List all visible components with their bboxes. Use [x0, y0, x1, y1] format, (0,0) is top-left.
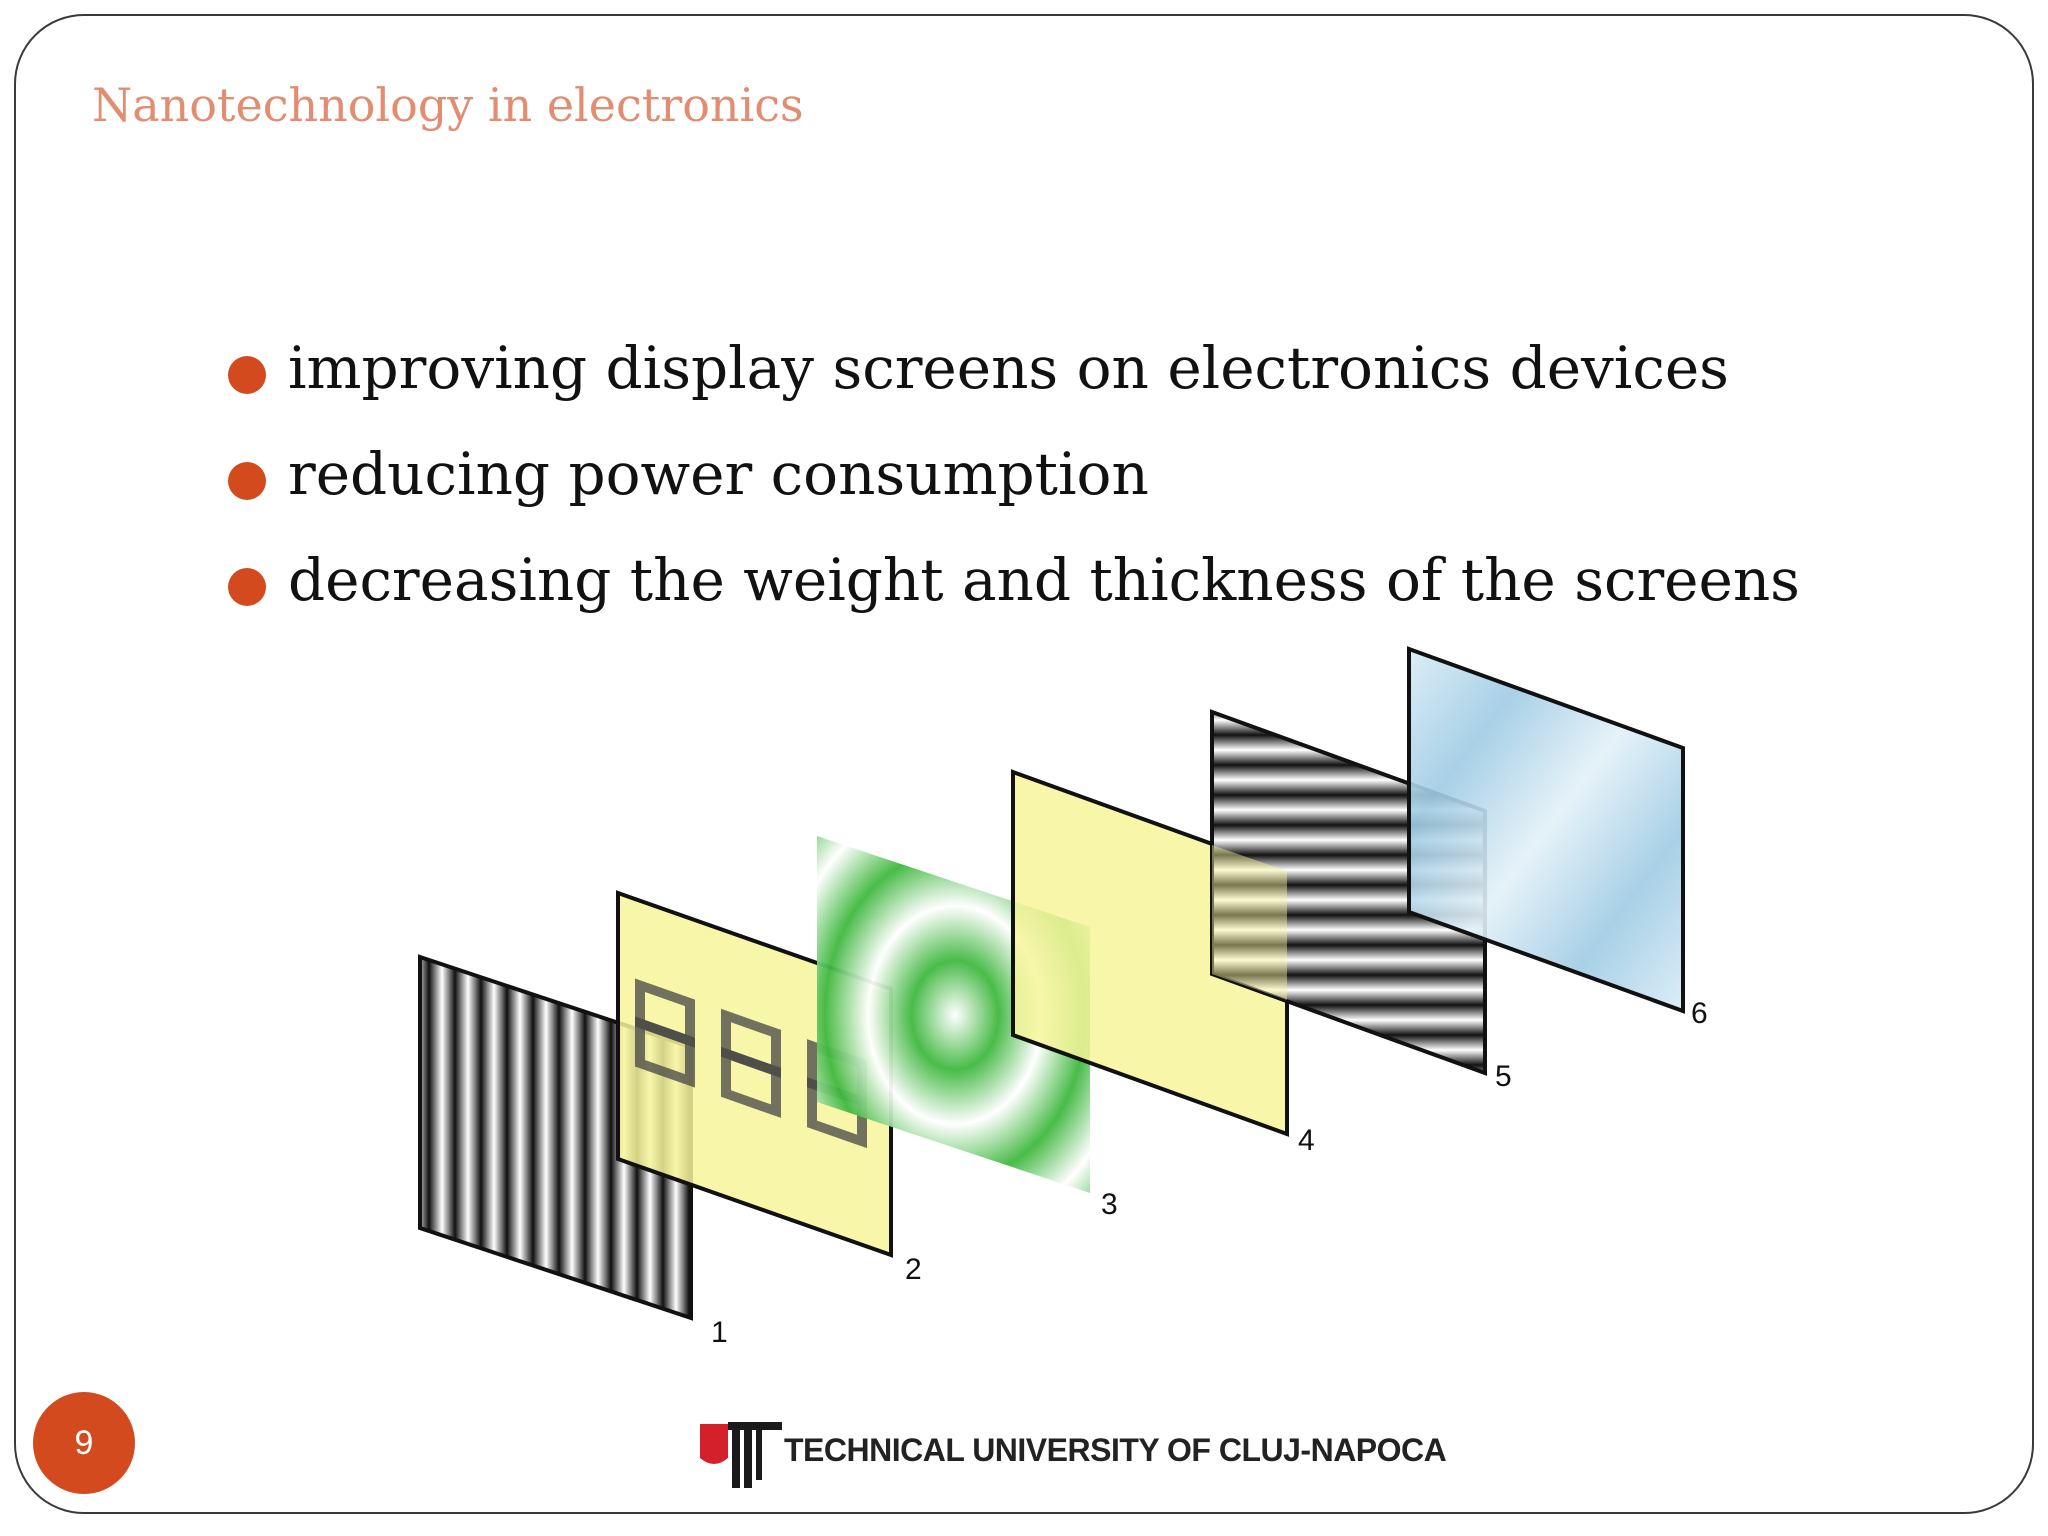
bullet-text: improving display screens on electronics… [288, 334, 1729, 402]
bullet-dot-icon [228, 568, 266, 606]
layer-label: 3 [1101, 1188, 1118, 1221]
layer-label: 5 [1495, 1060, 1512, 1093]
layer-6-front-glass [1407, 646, 1685, 1014]
layer-label: 6 [1691, 997, 1708, 1030]
slide-frame [14, 14, 2034, 1514]
digit-segment-icon [635, 978, 695, 1088]
layer-label: 1 [711, 1316, 728, 1349]
institution-name: TECHNICAL UNIVERSITY OF CLUJ-NAPOCA [784, 1432, 1447, 1468]
bullet-dot-icon [228, 462, 266, 500]
bullet-text: reducing power consumption [288, 440, 1149, 508]
slide-number: 9 [74, 1424, 94, 1462]
bullet-dot-icon [228, 356, 266, 394]
university-logo-icon [700, 1422, 782, 1488]
layer-label: 2 [905, 1253, 922, 1286]
slide-number-badge: 9 [33, 1392, 135, 1494]
digit-segment-icon [721, 1008, 781, 1118]
layer-label: 4 [1298, 1124, 1315, 1157]
bullet-text: decreasing the weight and thickness of t… [288, 546, 1800, 614]
slide-title: Nanotechnology in electronics [92, 78, 804, 132]
